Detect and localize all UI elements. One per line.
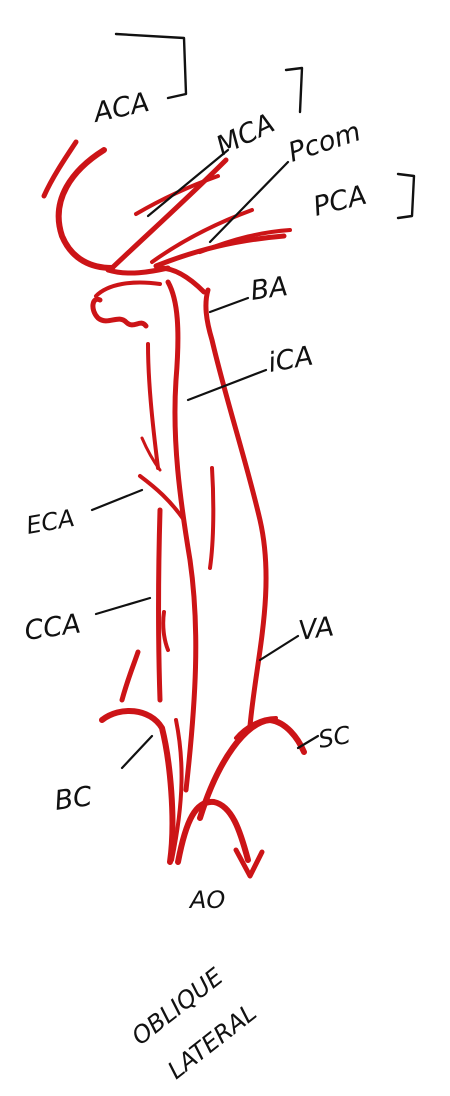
aca-bracket <box>116 34 186 98</box>
mca-bracket <box>286 68 302 112</box>
label-mca: MCA <box>211 108 279 162</box>
label-ica: iCA <box>266 341 316 379</box>
label-cca: CCA <box>23 608 83 647</box>
common-carotid <box>159 510 161 700</box>
eca-branch-upper <box>148 344 158 468</box>
right-subclavian-stub <box>122 652 138 700</box>
carotid-siphon <box>93 299 146 326</box>
label-eca: ECA <box>24 504 76 540</box>
pca <box>156 236 284 266</box>
label-aca: ACA <box>89 87 152 129</box>
caption: OBLIQUE LATERAL <box>126 962 261 1085</box>
label-va: VA <box>297 611 336 647</box>
label-ao: AO <box>188 886 225 914</box>
leader-eca <box>92 490 142 510</box>
circle-base <box>108 268 168 273</box>
aca-curve <box>59 150 112 268</box>
leader-ba <box>210 298 248 312</box>
leader-cca <box>96 598 150 614</box>
leader-bc <box>122 736 152 768</box>
aca-tip <box>44 142 76 196</box>
labels: ACA MCA Pcom PCA BA iCA ECA CCA VA SC BC… <box>23 87 370 914</box>
label-bc: BC <box>53 781 94 817</box>
internal-carotid <box>168 282 196 790</box>
vessels <box>44 142 304 876</box>
leader-mca <box>148 150 228 216</box>
brachiocephalic-trunk <box>102 711 172 862</box>
pca-bracket <box>398 174 414 218</box>
leader-va <box>260 636 298 660</box>
ica-segment <box>210 468 213 568</box>
label-pcom: Pcom <box>285 116 365 168</box>
label-sc: SC <box>316 721 353 754</box>
label-ba: BA <box>249 271 290 307</box>
leader-lines <box>92 150 318 768</box>
cca-dash <box>163 612 168 650</box>
label-pca: PCA <box>310 180 370 223</box>
siphon-loop <box>96 283 160 297</box>
